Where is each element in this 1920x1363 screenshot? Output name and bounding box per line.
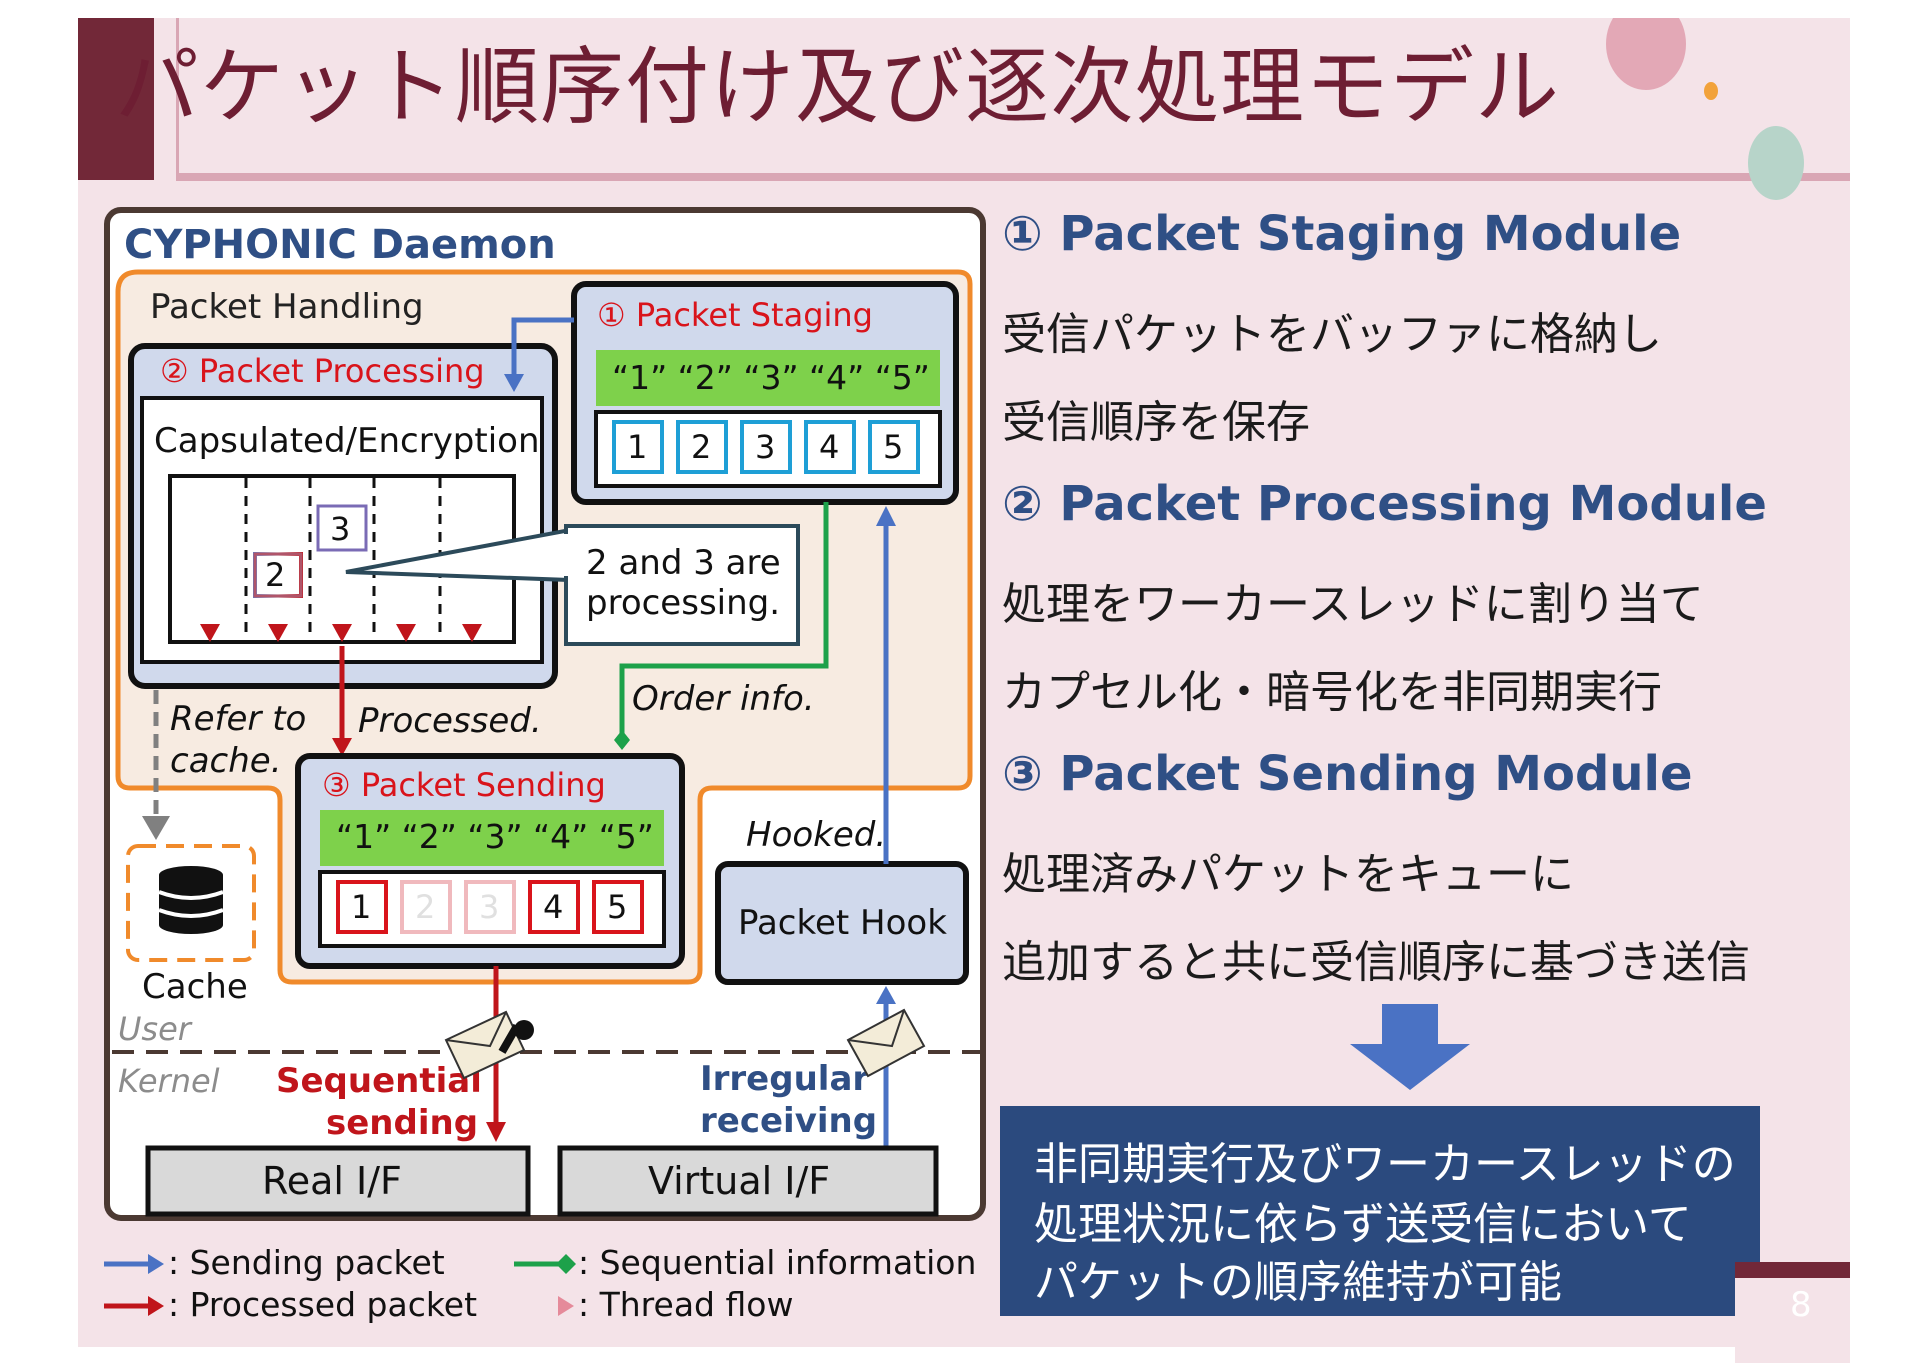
sending-module-heading: ③ Packet Sending Module bbox=[1002, 746, 1693, 802]
decor-circle-pink bbox=[1606, 18, 1686, 90]
sending-slot-label: 4 bbox=[543, 888, 563, 926]
callout-line2: processing. bbox=[586, 583, 780, 623]
legend-sending: : Sending packet bbox=[168, 1243, 445, 1282]
sending-slots: 1 2 3 4 5 bbox=[336, 880, 644, 934]
cache-label: Cache bbox=[142, 967, 248, 1007]
packet-3 bbox=[316, 504, 368, 552]
decor-dot-orange bbox=[1704, 82, 1718, 100]
legend-processed: : Processed packet bbox=[168, 1285, 477, 1324]
order-info-label: Order info. bbox=[632, 679, 815, 719]
irregular-label-2: receiving bbox=[700, 1101, 877, 1141]
page-number: 8 bbox=[1790, 1285, 1812, 1325]
sending-slot-pending bbox=[400, 880, 452, 934]
staging-slot bbox=[612, 420, 664, 474]
callout-box bbox=[564, 524, 800, 646]
staging-queue bbox=[596, 350, 940, 406]
conclusion-box: 非同期実行及びワーカースレッドの 処理状況に依らず送受信において パケットの順序… bbox=[1000, 1106, 1760, 1316]
sending-module-desc-2: 追加すると共に受信順序に基づき送信 bbox=[1002, 937, 1750, 988]
processing-module-desc-2: カプセル化・暗号化を非同期実行 bbox=[1002, 667, 1662, 718]
staging-module-heading: ① Packet Staging Module bbox=[1002, 206, 1682, 262]
refer-cache-label-2: cache. bbox=[170, 741, 282, 781]
irregular-label-1: Irregular bbox=[700, 1059, 869, 1099]
arrow-staging-to-processing bbox=[511, 317, 574, 378]
packet-hook-label: Packet Hook bbox=[738, 903, 947, 943]
processing-label: ② Packet Processing bbox=[160, 352, 485, 390]
sending-slot-pending bbox=[464, 880, 516, 934]
virtual-if-label: Virtual I/F bbox=[648, 1159, 830, 1203]
header-accent-bar bbox=[78, 18, 154, 180]
refer-cache-label-1: Refer to bbox=[170, 699, 306, 739]
staging-slot bbox=[804, 420, 856, 474]
legend-sequential: : Sequential information bbox=[578, 1243, 976, 1282]
kernel-label: Kernel bbox=[118, 1062, 220, 1100]
processing-module-heading: ② Packet Processing Module bbox=[1002, 476, 1767, 532]
packet-3-label: 3 bbox=[330, 510, 350, 548]
staging-slot bbox=[676, 420, 728, 474]
sending-slot bbox=[336, 880, 388, 934]
conclusion-down-arrow bbox=[1350, 1004, 1470, 1090]
processing-module-desc-1: 処理をワーカースレッドに割り当て bbox=[1002, 579, 1704, 630]
conclusion-line-3: パケットの順序維持が可能 bbox=[1034, 1257, 1562, 1308]
processing-sublabel: Capsulated/Encryption bbox=[154, 421, 540, 461]
sending-slot bbox=[592, 880, 644, 934]
staging-slot-label: 1 bbox=[627, 428, 647, 466]
conclusion-line-1: 非同期実行及びワーカースレッドの bbox=[1034, 1139, 1736, 1190]
header-strip bbox=[78, 18, 1850, 180]
staging-slot bbox=[740, 420, 792, 474]
staging-slots: 1 2 3 4 5 bbox=[612, 420, 920, 474]
page-number-box bbox=[1735, 1262, 1850, 1363]
staging-slot-label: 3 bbox=[755, 428, 775, 466]
sending-slot-label: 1 bbox=[351, 888, 371, 926]
conclusion-line-2: 処理状況に依らず送受信において bbox=[1034, 1199, 1692, 1250]
staging-slot-label: 2 bbox=[691, 428, 711, 466]
staging-slot-label: 4 bbox=[819, 428, 839, 466]
staging-module-desc-1: 受信パケットをバッファに格納し bbox=[1002, 309, 1662, 360]
packet-handling-label: Packet Handling bbox=[150, 287, 424, 327]
daemon-label: CYPHONIC Daemon bbox=[124, 222, 556, 268]
page-title: パケット順序付け及び逐次処理モデル bbox=[115, 38, 1561, 136]
header-accent-gap bbox=[154, 18, 179, 180]
sending-slot-label: 3 bbox=[479, 888, 499, 926]
staging-quoted: “1” “2” “3” “4” “5” bbox=[612, 358, 930, 397]
legend-thread: : Thread flow bbox=[578, 1285, 793, 1324]
staging-module-desc-2: 受信順序を保存 bbox=[1002, 397, 1310, 448]
virtual-if-box bbox=[557, 1145, 939, 1217]
sending-slot-label: 2 bbox=[415, 888, 435, 926]
staging-slot bbox=[868, 420, 920, 474]
arrow-order-info bbox=[619, 502, 829, 740]
sending-slot-label: 5 bbox=[607, 888, 627, 926]
user-label: User bbox=[118, 1010, 193, 1048]
decor-circle-teal bbox=[1748, 126, 1804, 200]
callout-line1: 2 and 3 are bbox=[586, 543, 781, 583]
sending-queue bbox=[320, 810, 664, 866]
staging-label: ① Packet Staging bbox=[597, 296, 873, 334]
envelope-icon bbox=[846, 1008, 926, 1078]
sending-module-desc-1: 処理済みパケットをキューに bbox=[1002, 849, 1574, 900]
sequential-label-2: sending bbox=[326, 1103, 478, 1143]
packet-2-label: 2 bbox=[265, 556, 285, 594]
packet-hook-box bbox=[715, 861, 969, 985]
legend: : Sending packet : Processed packet : Se… bbox=[104, 1243, 976, 1324]
sending-quoted: “1” “2” “3” “4” “5” bbox=[336, 817, 654, 856]
processed-label: Processed. bbox=[358, 701, 542, 741]
staging-slot-label: 5 bbox=[883, 428, 903, 466]
envelope-key-icon bbox=[444, 1010, 534, 1080]
architecture-diagram: CYPHONIC Daemon Packet Handling ② Packet… bbox=[104, 207, 986, 1324]
database-icon bbox=[158, 866, 224, 934]
sending-label: ③ Packet Sending bbox=[322, 766, 606, 804]
hooked-label: Hooked. bbox=[746, 815, 886, 855]
sequential-label-1: Sequential bbox=[276, 1061, 482, 1101]
header-underline bbox=[176, 173, 1850, 181]
real-if-label: Real I/F bbox=[262, 1159, 402, 1203]
sending-slot bbox=[528, 880, 580, 934]
real-if-box bbox=[145, 1145, 531, 1217]
